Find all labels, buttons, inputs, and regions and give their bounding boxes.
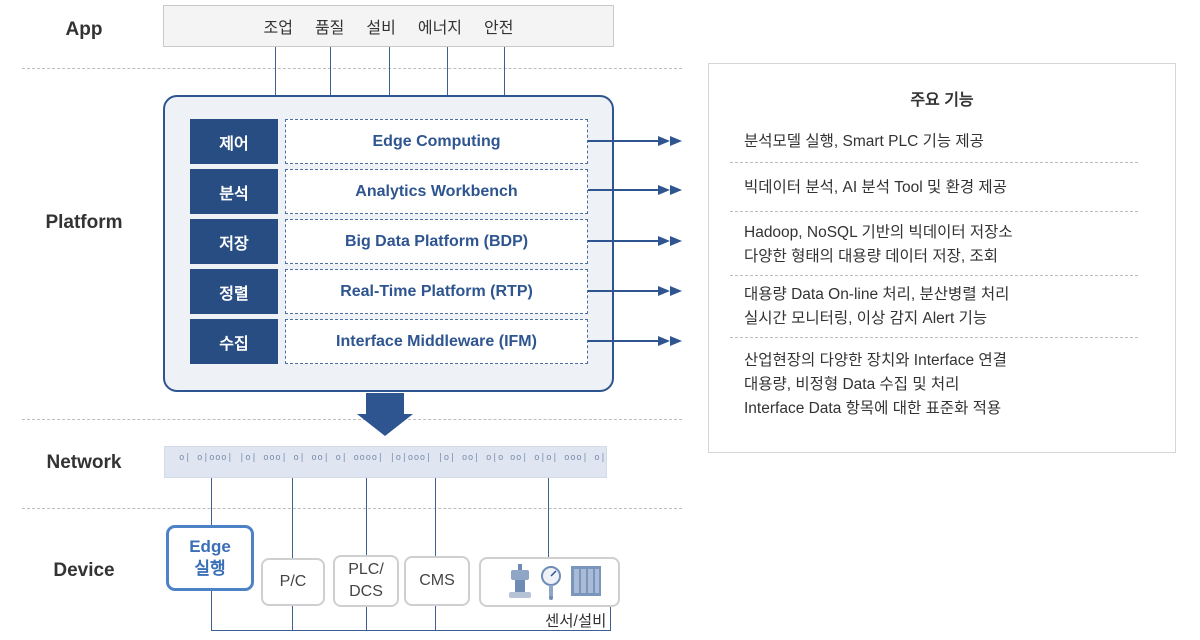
feature-divider (730, 162, 1138, 163)
layer-separator (22, 419, 682, 420)
feature-line: Interface Data 항목에 대한 표준화 적용 (744, 400, 1002, 417)
platform-row-label: 정렬 (190, 269, 278, 314)
arrow-head-icon (670, 286, 682, 296)
connector-line (275, 47, 276, 95)
feature-line: 대용량 Data On-line 처리, 분산병렬 처리 (744, 286, 1010, 303)
platform-row-label: 제어 (190, 119, 278, 164)
feature-item: 분석모델 실행, Smart PLC 기능 제공 (744, 130, 1144, 154)
arrow-head-icon (658, 336, 670, 346)
platform-row-label: 저장 (190, 219, 278, 264)
app-item: 에너지 (417, 20, 463, 37)
edge-device: Edge 실행 (166, 525, 254, 591)
arrow-line (588, 340, 658, 342)
sensor-caption: 센서/설비 (545, 613, 607, 630)
pc-device-label: P/C (279, 573, 307, 590)
feature-line: 산업현장의 다양한 장치와 Interface 연결 (744, 352, 1007, 369)
arrow-head-icon (658, 185, 670, 195)
connector-line (292, 606, 293, 631)
arrow-head-icon (658, 286, 670, 296)
arrow-line (588, 240, 658, 242)
arrow-head-icon (670, 236, 682, 246)
arrow-line (588, 290, 658, 292)
app-bar: 조업 품질 설비 에너지 안전 (163, 5, 614, 47)
platform-row-name: Edge Computing (285, 119, 588, 164)
feature-line: Hadoop, NoSQL 기반의 빅데이터 저장소 (744, 224, 1013, 241)
platform-row-name: Real-Time Platform (RTP) (285, 269, 588, 314)
feature-line: 대용량, 비정형 Data 수집 및 처리 (744, 376, 960, 393)
down-arrow-icon (366, 393, 404, 416)
edge-device-label: Edge (189, 537, 231, 556)
layer-label-platform: Platform (45, 212, 123, 233)
connector-line (211, 478, 212, 526)
pc-device: P/C (261, 558, 325, 606)
arrow-head-icon (670, 336, 682, 346)
layer-label-network: Network (46, 452, 122, 473)
platform-row-label: 분석 (190, 169, 278, 214)
cms-device-label: CMS (419, 572, 455, 589)
platform-row-name: Analytics Workbench (285, 169, 588, 214)
connector-line (330, 47, 331, 95)
feature-divider (730, 337, 1138, 338)
feature-divider (730, 211, 1138, 212)
connector-line (211, 591, 212, 631)
arrow-head-icon (670, 136, 682, 146)
arrow-head-icon (670, 185, 682, 195)
device-bus-line (211, 630, 611, 631)
arrow-head-icon (658, 236, 670, 246)
feature-item: 산업현장의 다양한 장치와 Interface 연결 대용량, 비정형 Data… (744, 349, 1144, 421)
cms-device: CMS (404, 556, 470, 606)
platform-row-name: Big Data Platform (BDP) (285, 219, 588, 264)
feature-panel (708, 63, 1176, 453)
app-item: 품질 (314, 20, 345, 37)
arrow-line (588, 189, 658, 191)
feature-line: 빅데이터 분석, AI 분석 Tool 및 환경 제공 (744, 179, 1007, 196)
valve-icon (508, 564, 531, 598)
arrow-line (588, 140, 658, 142)
feature-line: 실시간 모니터링, 이상 감지 Alert 기능 (744, 310, 988, 327)
connector-line (389, 47, 390, 95)
connector-line (447, 47, 448, 95)
connector-line (435, 606, 436, 631)
pressure-gauge-icon (540, 566, 561, 600)
layer-separator (22, 508, 682, 509)
connector-line (366, 606, 367, 631)
sensor-icons (508, 564, 601, 600)
connector-line (504, 47, 505, 95)
connector-line (366, 478, 367, 556)
app-item: 설비 (366, 20, 396, 37)
feature-line: 분석모델 실행, Smart PLC 기능 제공 (744, 133, 984, 150)
connector-line (292, 478, 293, 560)
layer-separator (22, 68, 682, 69)
layer-label-app: App (65, 19, 103, 40)
feature-item: Hadoop, NoSQL 기반의 빅데이터 저장소 다양한 형태의 대용량 데… (744, 221, 1144, 269)
connector-line (548, 478, 549, 558)
feature-item: 빅데이터 분석, AI 분석 Tool 및 환경 제공 (744, 176, 1144, 200)
connector-line (435, 478, 436, 556)
plc-device-label: DCS (349, 583, 383, 600)
feature-divider (730, 275, 1138, 276)
sensor-device (479, 557, 620, 607)
app-item: 조업 (263, 20, 293, 37)
plc-device-label: PLC/ (348, 561, 384, 578)
plc-dcs-device: PLC/ DCS (333, 555, 399, 607)
edge-device-label: 실행 (194, 559, 226, 578)
network-bits: o| o|ooo| |o| ooo| o| oo| o| oooo| |o|oo… (179, 453, 607, 463)
network-bar: o| o|ooo| |o| ooo| o| oo| o| oooo| |o|oo… (164, 446, 607, 478)
feature-panel-title: 주요 기능 (910, 92, 974, 109)
feature-line: 다양한 형태의 대용량 데이터 저장, 조회 (744, 248, 998, 265)
feature-item: 대용량 Data On-line 처리, 분산병렬 처리 실시간 모니터링, 이… (744, 283, 1144, 331)
arrow-head-icon (658, 136, 670, 146)
connector-line (610, 606, 611, 631)
app-item: 안전 (484, 20, 514, 37)
platform-row-label: 수집 (190, 319, 278, 364)
panel-icon (570, 566, 601, 596)
layer-label-device: Device (53, 560, 115, 581)
platform-row-name: Interface Middleware (IFM) (285, 319, 588, 364)
down-arrow-head-icon (357, 414, 413, 436)
